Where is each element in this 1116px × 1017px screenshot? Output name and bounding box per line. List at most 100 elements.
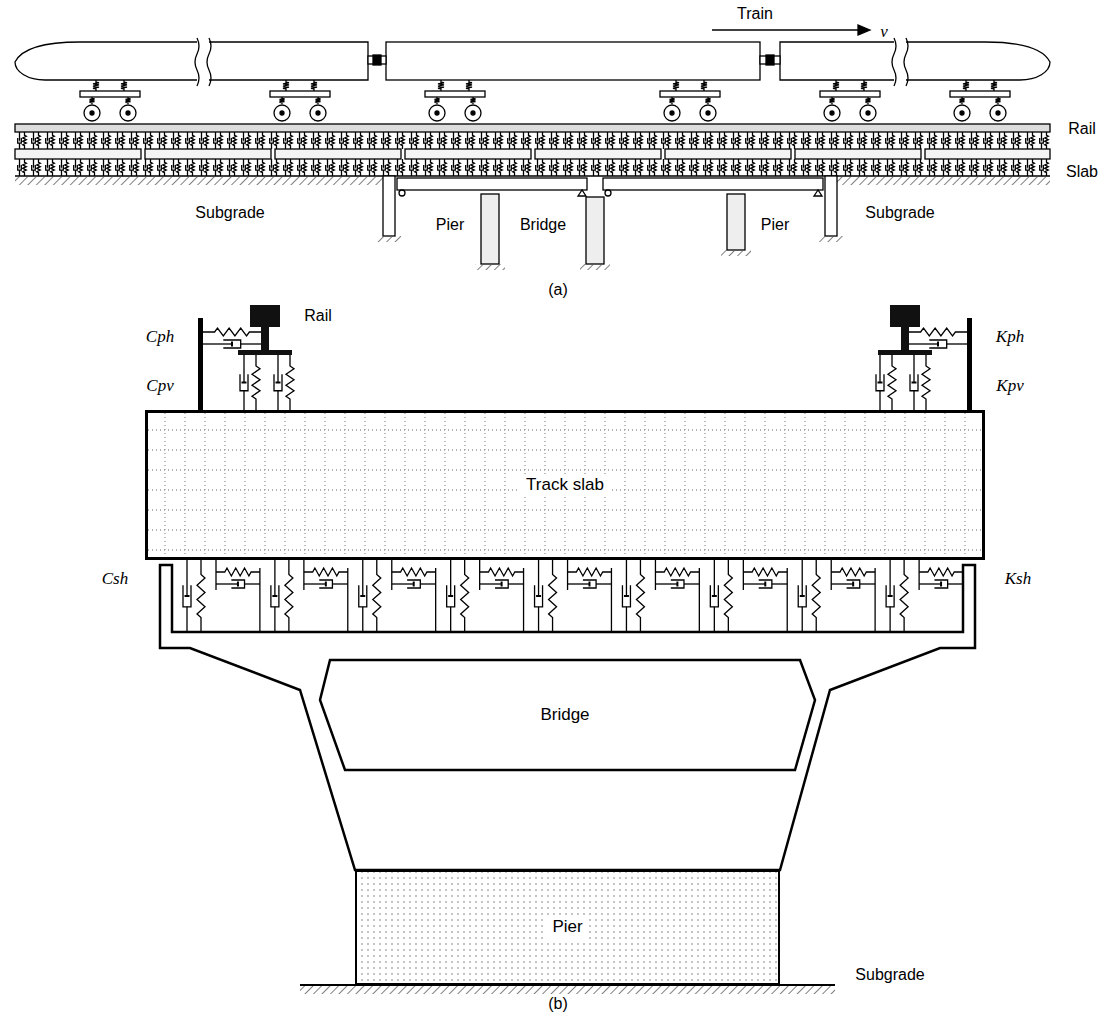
connector-bar xyxy=(479,560,480,590)
spring-symbol xyxy=(681,132,685,149)
spring-damper xyxy=(909,328,967,348)
damper-symbol xyxy=(607,132,608,141)
damper-symbol xyxy=(18,140,21,142)
damper-symbol xyxy=(998,167,1001,169)
damper-symbol xyxy=(439,132,440,141)
spring-symbol xyxy=(670,97,675,104)
damper-symbol xyxy=(957,143,958,149)
damper-symbol xyxy=(845,170,846,176)
damper-symbol xyxy=(817,159,818,168)
spring-symbol xyxy=(216,568,260,576)
wheel xyxy=(274,105,290,121)
spring-symbol xyxy=(975,132,979,149)
pier-body: Pier xyxy=(355,870,780,985)
connector-bar xyxy=(215,560,216,590)
spring-symbol xyxy=(280,97,285,104)
node-label: Pier xyxy=(546,916,588,939)
damper-symbol xyxy=(579,132,580,141)
damper-symbol xyxy=(705,159,706,168)
damper-symbol xyxy=(1041,143,1042,149)
spring-symbol xyxy=(849,159,853,176)
part-label: Subgrade xyxy=(193,204,266,222)
damper-symbol xyxy=(956,140,959,142)
spring-symbol xyxy=(285,560,293,632)
damper-symbol xyxy=(327,159,328,168)
damper-symbol xyxy=(285,159,286,168)
damper-symbol xyxy=(1027,159,1028,168)
damper-symbol xyxy=(501,582,503,587)
damper-symbol xyxy=(593,159,594,168)
damper-symbol xyxy=(313,132,314,141)
slab-grid xyxy=(644,413,645,557)
damper-symbol xyxy=(271,159,272,168)
spring-symbol xyxy=(126,97,131,104)
damper-symbol xyxy=(929,143,930,149)
damper-symbol xyxy=(214,167,217,169)
fastener-post xyxy=(967,318,972,410)
damper-symbol xyxy=(243,143,244,149)
spring-symbol xyxy=(429,132,433,149)
damper-symbol xyxy=(439,143,440,149)
spring-symbol xyxy=(275,132,279,149)
damper-symbol xyxy=(103,132,104,141)
damper-symbol xyxy=(1040,140,1043,142)
damper-symbol xyxy=(33,143,34,149)
spring-symbol xyxy=(107,132,111,149)
spring-symbol xyxy=(611,132,615,149)
slab-grid xyxy=(764,413,765,557)
damper-symbol xyxy=(816,167,819,169)
spring-symbol xyxy=(499,159,503,176)
slab-segment xyxy=(795,149,921,159)
part-label: Subgrade xyxy=(863,204,936,222)
spring-symbol xyxy=(23,159,27,176)
slab-grid xyxy=(384,413,385,557)
damper-symbol xyxy=(173,159,174,168)
damper-symbol xyxy=(313,170,314,176)
damper-symbol xyxy=(480,583,502,584)
damper-symbol xyxy=(732,140,735,142)
damper-symbol xyxy=(256,140,259,142)
damper-symbol xyxy=(523,170,524,176)
bogie-frame xyxy=(660,91,720,97)
damper-symbol xyxy=(817,132,818,141)
damper-symbol xyxy=(466,167,469,169)
spring-symbol xyxy=(991,80,997,91)
damper-symbol xyxy=(411,132,412,141)
track-slab: Track slab xyxy=(145,410,985,560)
damper-symbol xyxy=(89,143,90,149)
damper-symbol xyxy=(241,343,261,344)
damper-symbol xyxy=(859,159,860,168)
damper-symbol xyxy=(789,143,790,149)
spring-symbol xyxy=(909,328,967,336)
damper-symbol xyxy=(593,132,594,141)
connector-bar xyxy=(391,560,392,590)
connector-bar xyxy=(567,560,568,590)
rail-web xyxy=(261,327,269,350)
damper-symbol xyxy=(274,607,275,632)
damper-symbol xyxy=(299,159,300,168)
bogie-frame xyxy=(950,91,1010,97)
damper-symbol xyxy=(228,140,231,142)
slab-grid xyxy=(148,449,982,450)
damper-symbol xyxy=(19,159,20,168)
spring-symbol xyxy=(821,132,825,149)
damper-symbol xyxy=(200,167,203,169)
spring-symbol xyxy=(527,159,531,176)
bogie-frame xyxy=(80,91,140,97)
damper-symbol xyxy=(362,607,363,632)
spring-symbol xyxy=(779,132,783,149)
parameter-symbol: Cpv xyxy=(144,376,175,395)
damper-symbol xyxy=(313,159,314,168)
spring-symbol xyxy=(1031,132,1035,149)
damper-symbol xyxy=(956,167,959,169)
spring-symbol xyxy=(891,132,895,149)
spring-symbol xyxy=(821,159,825,176)
damper-symbol xyxy=(719,170,720,176)
damper-symbol xyxy=(47,170,48,176)
spring-symbol xyxy=(197,560,205,632)
divider xyxy=(874,568,875,632)
slab-grid xyxy=(164,413,165,557)
damper-symbol xyxy=(860,583,875,584)
damper-symbol xyxy=(733,159,734,168)
spring-symbol xyxy=(833,80,839,91)
